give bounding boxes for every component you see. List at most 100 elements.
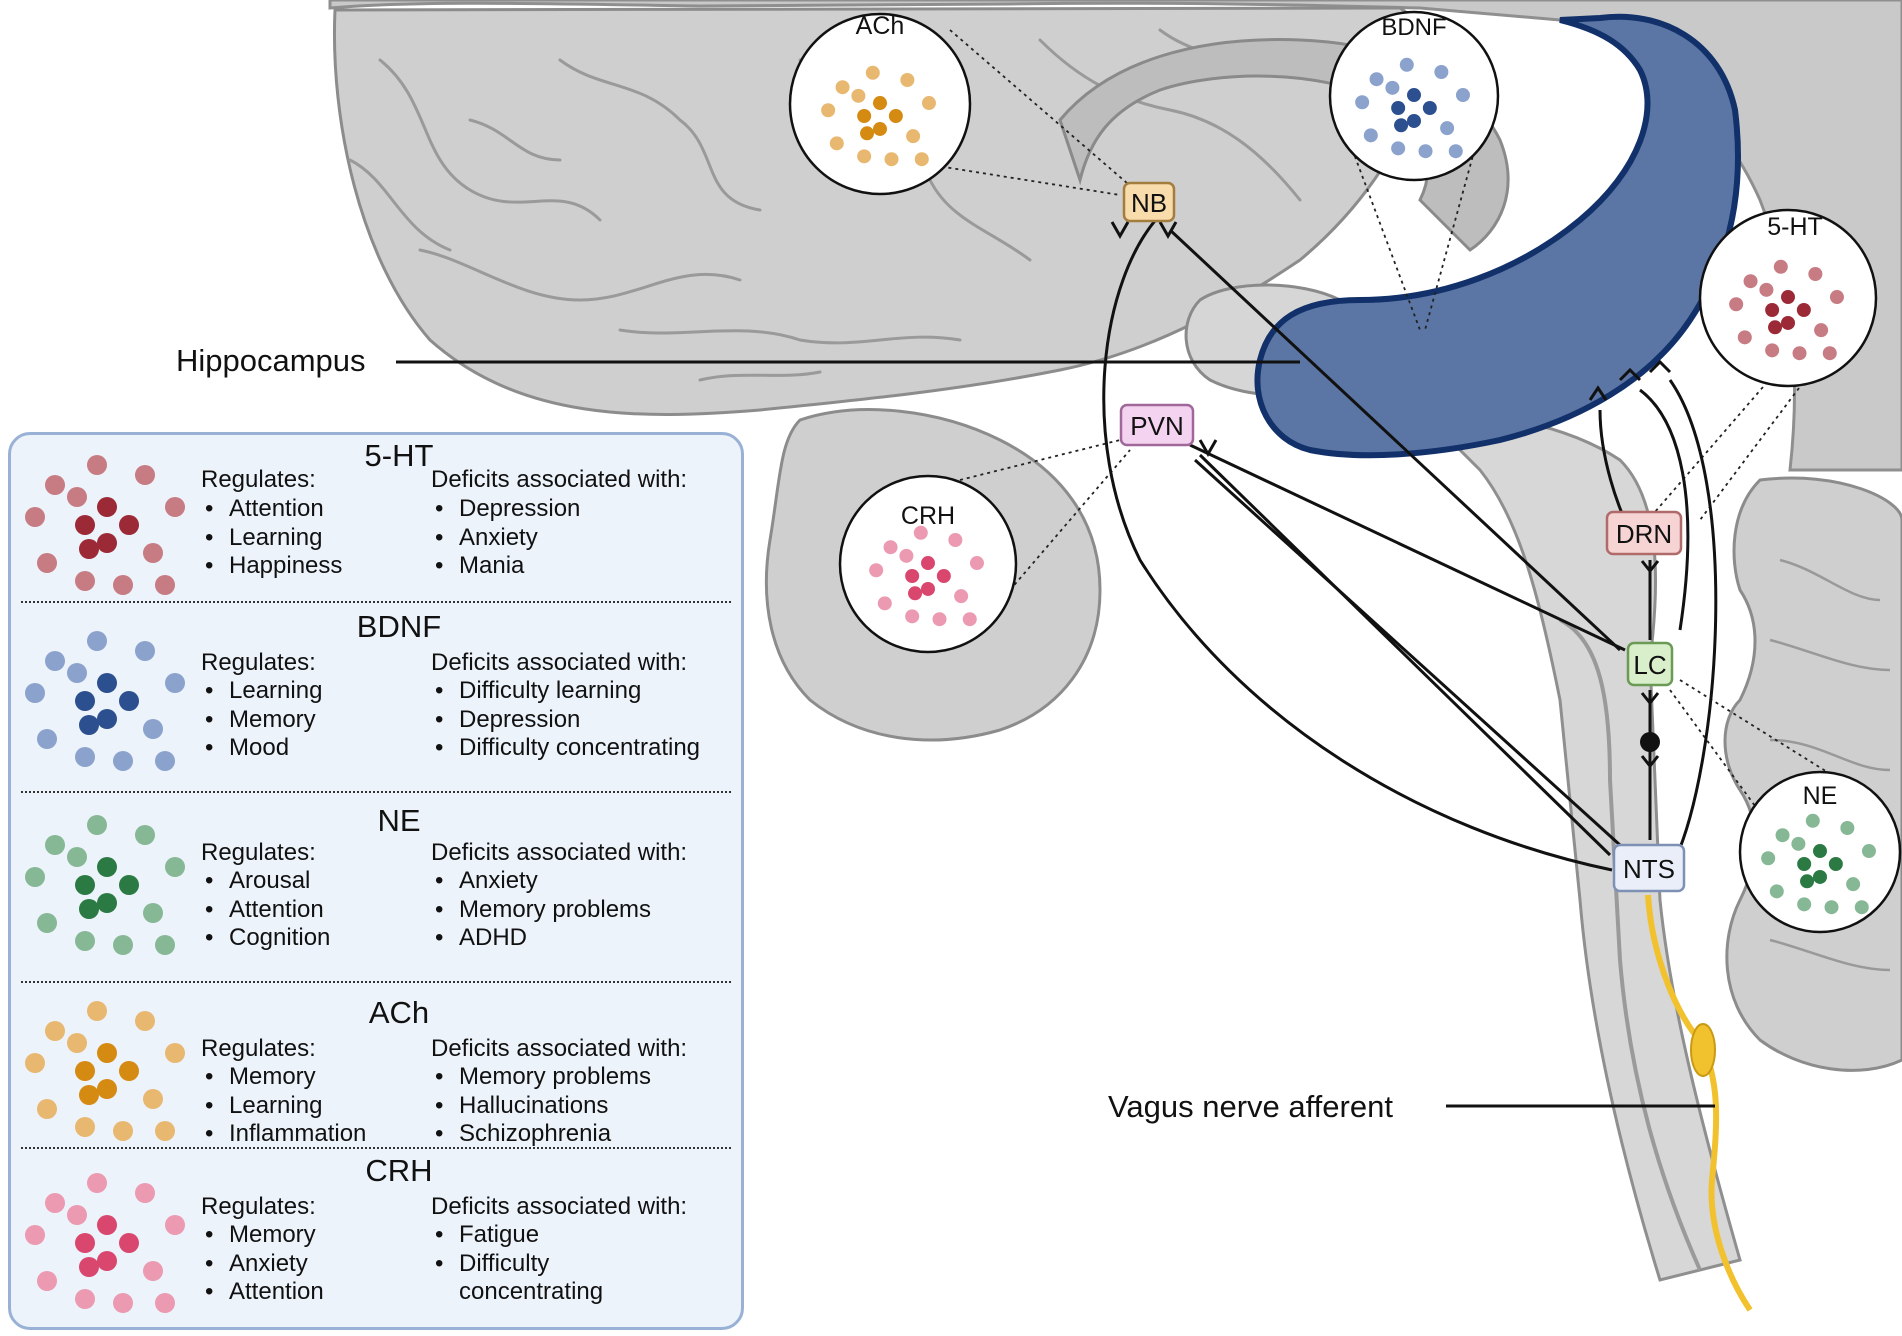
molecule-dot: [1828, 857, 1843, 871]
molecule-dot: [905, 569, 920, 583]
molecule-dot: [899, 548, 914, 563]
molecule-dot: [884, 152, 899, 167]
molecule-dot: [954, 589, 969, 604]
molecule-dot: [135, 1183, 155, 1203]
list-item: Memory: [205, 706, 322, 735]
callout-ne-label: NE: [1803, 782, 1838, 810]
molecule-dot: [877, 596, 892, 611]
molecule-dot: [45, 651, 65, 671]
neural-pathways: [1102, 213, 1718, 872]
vagus-ganglion: [1690, 1023, 1716, 1077]
molecule-dot: [75, 875, 95, 895]
molecule-dot: [1399, 57, 1414, 72]
hippocampus: [1254, 13, 1741, 459]
molecule-dot: [113, 1121, 133, 1141]
molecule-dot: [873, 121, 887, 136]
section-title-5ht: 5-HT: [364, 438, 434, 473]
molecule-dot: [1781, 315, 1795, 330]
nucleus-nb: NB: [1122, 181, 1176, 223]
molecule-dot: [75, 747, 95, 767]
molecule-dot: [113, 751, 133, 771]
molecule-dot: [67, 1205, 87, 1225]
molecule-dot: [906, 129, 921, 144]
dot-cluster-5ht: [25, 455, 185, 595]
molecule-dot: [1791, 836, 1806, 851]
molecule-dot: [87, 631, 107, 651]
molecule-dot: [97, 497, 117, 517]
regulates-heading: Regulates:: [201, 466, 316, 493]
molecule-dot: [25, 867, 45, 887]
nucleus-pvn: PVN: [1119, 403, 1195, 447]
molecule-dot: [119, 691, 139, 711]
molecule-dot: [1861, 844, 1876, 859]
molecule-dot: [1363, 128, 1378, 143]
deficits-list: Fatigue Difficulty concentrating: [431, 1221, 649, 1307]
molecule-dot: [1759, 282, 1774, 297]
vagus-nerve-label: Vagus nerve afferent: [1108, 1089, 1393, 1124]
molecule-dot: [1448, 144, 1463, 159]
molecule-dot: [1829, 290, 1844, 305]
molecule-dot: [135, 825, 155, 845]
legend-section-ne: NE Regulates: Arousal Attention Cognitio…: [11, 791, 741, 981]
list-item: Fatigue: [435, 1221, 649, 1250]
molecule-dot: [835, 80, 850, 95]
molecule-dot: [1422, 101, 1437, 115]
hippocampus-label: Hippocampus: [176, 343, 366, 378]
molecule-dot: [119, 1233, 139, 1253]
synapse-dot: [1640, 732, 1660, 752]
callout-5ht-label: 5-HT: [1767, 213, 1823, 241]
molecule-dot: [1846, 877, 1861, 892]
section-divider: [21, 791, 731, 793]
list-item: Depression: [435, 495, 580, 524]
legend-section-bdnf: BDNF Regulates: Learning Memory Mood Def…: [11, 601, 741, 791]
molecule-dot: [75, 1117, 95, 1137]
molecule-dot: [45, 1193, 65, 1213]
molecule-dot: [1769, 884, 1784, 899]
molecule-dot: [865, 65, 880, 80]
molecule-dot: [1854, 900, 1869, 915]
list-item: Schizophrenia: [435, 1120, 651, 1149]
molecule-dot: [25, 1225, 45, 1245]
regulates-heading: Regulates:: [201, 1193, 316, 1220]
vagus-nerve-afferent: [1645, 894, 1753, 1312]
molecule-dot: [155, 575, 175, 595]
molecule-dot: [135, 641, 155, 661]
molecule-dot: [143, 1089, 163, 1109]
deficits-heading: Deficits associated with:: [431, 839, 688, 866]
list-item: Difficulty concentrating: [435, 1250, 649, 1307]
molecule-dot: [888, 109, 903, 123]
molecule-dot: [119, 875, 139, 895]
callout-bdnf: BDNF: [1328, 10, 1500, 182]
deficits-list: Depression Anxiety Mania: [431, 495, 580, 581]
list-item: Arousal: [205, 867, 330, 896]
molecule-dot: [155, 751, 175, 771]
molecule-dot: [155, 1293, 175, 1313]
section-title-ach: ACh: [368, 995, 430, 1030]
molecule-dot: [1743, 274, 1758, 289]
molecule-dot: [79, 715, 99, 735]
molecule-dot: [1781, 290, 1795, 305]
molecule-dot: [1824, 900, 1839, 915]
molecule-dot: [113, 935, 133, 955]
molecule-dot: [67, 847, 87, 867]
molecule-dot: [1391, 141, 1406, 156]
molecule-dot: [1813, 844, 1827, 859]
regulates-list: Arousal Attention Cognition: [201, 867, 331, 953]
molecule-dot: [155, 935, 175, 955]
legend-section-crh: CRH Regulates: Memory Anxiety Attention …: [11, 1147, 741, 1327]
list-item: Anxiety: [205, 1250, 324, 1279]
brainstem: [1416, 408, 1742, 1282]
molecule-dot: [119, 515, 139, 535]
molecule-dot: [45, 475, 65, 495]
molecule-dot: [1737, 330, 1752, 345]
molecule-dot: [143, 543, 163, 563]
dot-cluster-bdnf: [25, 631, 185, 771]
list-item: Learning: [205, 524, 342, 553]
molecule-dot: [821, 103, 836, 118]
dot-cluster-ne: [25, 815, 185, 955]
molecule-dot: [25, 507, 45, 527]
regulates-heading: Regulates:: [201, 839, 316, 866]
molecule-dot: [37, 553, 57, 573]
deficits-heading: Deficits associated with:: [431, 1035, 688, 1062]
callout-ach: ACh: [788, 12, 972, 196]
